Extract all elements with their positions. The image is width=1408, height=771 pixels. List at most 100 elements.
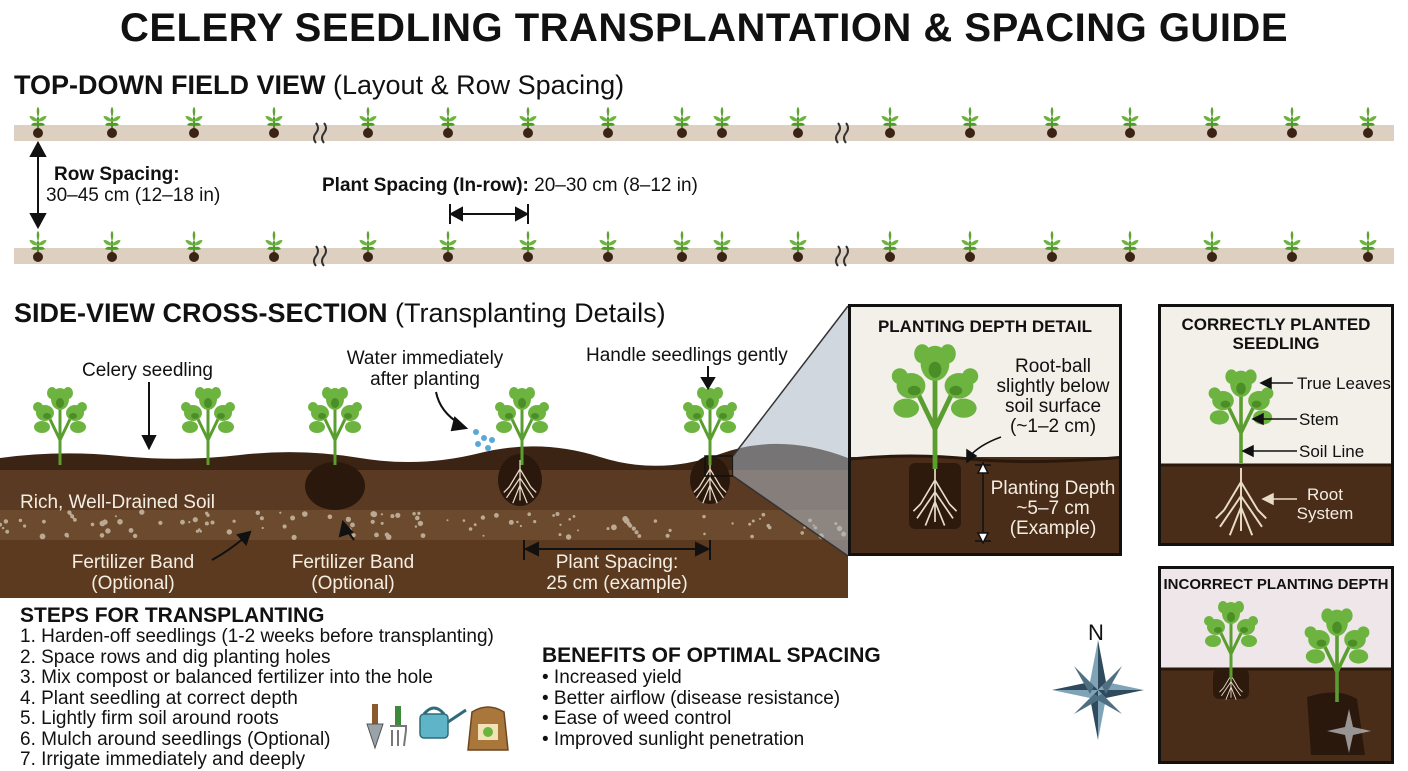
- top-view-title-sub: (Layout & Row Spacing): [333, 70, 625, 100]
- correctly-planted-panel: CORRECTLY PLANTED SEEDLING True Leaves S…: [1158, 304, 1394, 546]
- planting-depth-detail-panel: PLANTING DEPTH DETAIL Root-ball slightly…: [848, 304, 1122, 556]
- depth-detail-graphic: [851, 307, 1119, 553]
- soil-pebble: [370, 519, 375, 524]
- water-label: Water immediately after planting: [330, 348, 520, 390]
- depth-line3: (Example): [1009, 518, 1097, 539]
- soil-pebble: [226, 529, 232, 535]
- correctly-planted-title-line2: SEEDLING: [1232, 334, 1320, 353]
- soil-pebble: [114, 515, 117, 518]
- soil-pebble: [279, 511, 282, 514]
- seedling-root-dot: [523, 252, 533, 262]
- seedling-root-dot: [1125, 128, 1135, 138]
- soil-pebble: [628, 523, 633, 528]
- soil-pebble: [42, 519, 46, 524]
- soil-pebble: [750, 534, 754, 539]
- seedling-root-dot: [443, 252, 453, 262]
- correctly-planted-title-line1: CORRECTLY PLANTED: [1181, 315, 1371, 334]
- rootball-line1: Root-ball: [1014, 356, 1092, 377]
- planting-depth-detail-title: PLANTING DEPTH DETAIL: [877, 317, 1093, 336]
- soil-pebble: [290, 515, 296, 521]
- fertilizer-band-label-1: Fertilizer Band (Optional): [58, 552, 208, 594]
- seedling-root-dot: [269, 252, 279, 262]
- soil-pebble: [302, 511, 308, 517]
- soil-pebble: [291, 534, 297, 541]
- seedling-root-dot: [885, 128, 895, 138]
- soil-pebble: [210, 520, 215, 525]
- correctly-planted-title: CORRECTLY PLANTED SEEDLING: [1161, 315, 1391, 353]
- seedling-root-dot: [717, 252, 727, 262]
- soil-pebble: [380, 513, 383, 516]
- steps-list: 1. Harden-off seedlings (1-2 weeks befor…: [20, 626, 494, 771]
- soil-pebble: [204, 521, 209, 526]
- benefits-heading: BENEFITS OF OPTIMAL SPACING: [542, 644, 881, 667]
- soil-pebble: [767, 525, 772, 530]
- seedling-root-dot: [717, 128, 727, 138]
- soil-pebble: [139, 509, 145, 515]
- seedling-root-dot: [1047, 252, 1057, 262]
- water-label-line1: Water immediately: [346, 348, 504, 369]
- soil-pebble: [39, 533, 46, 540]
- compass-north-label: N: [1088, 620, 1104, 645]
- soil-pebble: [192, 517, 198, 523]
- fertilizer-band-2-line2: (Optional): [311, 573, 395, 594]
- seedling-root-dot: [443, 128, 453, 138]
- seedling-root-dot: [1207, 128, 1217, 138]
- planting-depth-note: Planting Depth ~5–7 cm (Example): [983, 479, 1119, 539]
- soil-pebble: [73, 518, 77, 522]
- seedling-root-dot: [677, 252, 687, 262]
- seedling-root-dot: [1363, 128, 1373, 138]
- seedling-root-dot: [603, 252, 613, 262]
- soil-pebble: [259, 516, 264, 521]
- soil-pebble: [631, 526, 636, 531]
- soil-pebble: [412, 512, 416, 516]
- stem-label: Stem: [1299, 410, 1339, 429]
- list-item: • Improved sunlight penetration: [542, 728, 805, 750]
- seedling-root-dot: [33, 128, 43, 138]
- seedling-root-dot: [1207, 252, 1217, 262]
- seedling-root-dot: [965, 128, 975, 138]
- soil-pebble: [417, 511, 421, 515]
- seedling-root-dot: [33, 252, 43, 262]
- soil-pebble: [3, 519, 9, 524]
- depth-line2: ~5–7 cm: [1016, 498, 1090, 519]
- seedling-root-dot: [1287, 128, 1297, 138]
- soil-pebble: [703, 532, 706, 536]
- compass-rose-icon: [1052, 640, 1144, 740]
- soil-pebble: [199, 530, 202, 533]
- soil-pebble: [482, 534, 485, 537]
- rootball-line3: soil surface: [1004, 396, 1102, 417]
- list-item: 5. Lightly firm soil around roots: [20, 708, 279, 729]
- soil-pebble: [606, 527, 610, 531]
- plant-spacing-label: Plant Spacing (In-row):: [322, 175, 529, 196]
- seedling-root-dot: [363, 128, 373, 138]
- soil-pebble: [370, 511, 377, 517]
- side-plant-spacing-line2: 25 cm (example): [546, 573, 688, 594]
- soil-pebble: [751, 519, 755, 523]
- soil-pebble: [18, 518, 23, 523]
- soil-pebble: [572, 515, 576, 518]
- list-item: 6. Mulch around seedlings (Optional): [20, 728, 331, 750]
- water-label-line2: after planting: [370, 369, 480, 390]
- list-item: • Better airflow (disease resistance): [542, 687, 841, 709]
- soil-pebble: [800, 531, 804, 535]
- soil-pebble: [395, 512, 401, 518]
- soil-pebble: [634, 530, 639, 535]
- rootball-line2: slightly below: [996, 376, 1110, 397]
- soil-pebble: [128, 528, 134, 533]
- soil-pebble: [527, 512, 531, 516]
- soil-pebble: [71, 516, 75, 519]
- soil-pebble: [117, 519, 123, 525]
- seedling-root-dot: [1125, 252, 1135, 262]
- plant-spacing-value: 20–30 cm (8–12 in): [534, 175, 698, 196]
- fertilizer-bag-icon: [467, 706, 509, 751]
- seedling-root-dot: [793, 252, 803, 262]
- soil-pebble: [533, 520, 537, 524]
- side-plant-spacing-line1: Plant Spacing:: [555, 552, 679, 573]
- soil-pebble: [637, 534, 642, 538]
- soil-pebble: [0, 522, 2, 527]
- soil-pebble: [420, 533, 426, 538]
- soil-pebble: [702, 514, 706, 519]
- incorrect-depth-title: INCORRECT PLANTING DEPTH: [1163, 576, 1389, 593]
- fertilizer-band-1-line2: (Optional): [91, 573, 175, 594]
- trowel-icon: [366, 704, 384, 750]
